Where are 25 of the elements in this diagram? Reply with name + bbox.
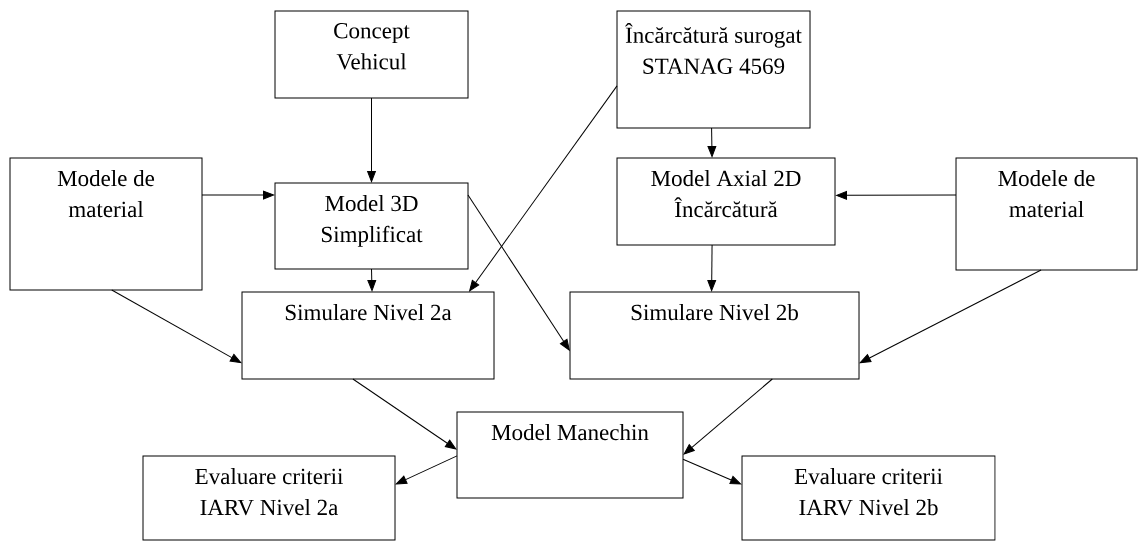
process-box: Evaluare criterii IARV Nivel 2a xyxy=(142,455,396,541)
process-box: Model 3D Simplificat xyxy=(274,182,469,270)
process-box: Simulare Nivel 2a xyxy=(241,291,495,380)
arrow xyxy=(835,190,957,200)
arrow xyxy=(683,378,773,455)
process-box: Evaluare criterii IARV Nivel 2b xyxy=(741,455,996,541)
process-box: Model Manechin xyxy=(456,411,684,499)
arrow xyxy=(367,97,376,183)
arrow xyxy=(201,190,275,200)
arrow xyxy=(682,458,742,485)
arrow xyxy=(707,244,717,292)
process-box: Modele de material xyxy=(955,157,1138,271)
process-box: Modele de material xyxy=(9,157,203,291)
arrow xyxy=(367,268,377,292)
process-box: Model Axial 2D Încărcătură xyxy=(616,157,836,246)
process-box: Simulare Nivel 2b xyxy=(569,291,860,380)
process-box: Încărcătură surogat STANAG 4569 xyxy=(616,10,811,129)
process-box: Concept Vehicul xyxy=(274,10,469,99)
arrow xyxy=(395,455,458,485)
arrow xyxy=(707,127,717,158)
arrow xyxy=(469,85,618,292)
arrow xyxy=(859,269,1042,364)
arrow xyxy=(352,378,457,450)
arrow xyxy=(467,194,570,351)
arrow xyxy=(111,289,242,364)
